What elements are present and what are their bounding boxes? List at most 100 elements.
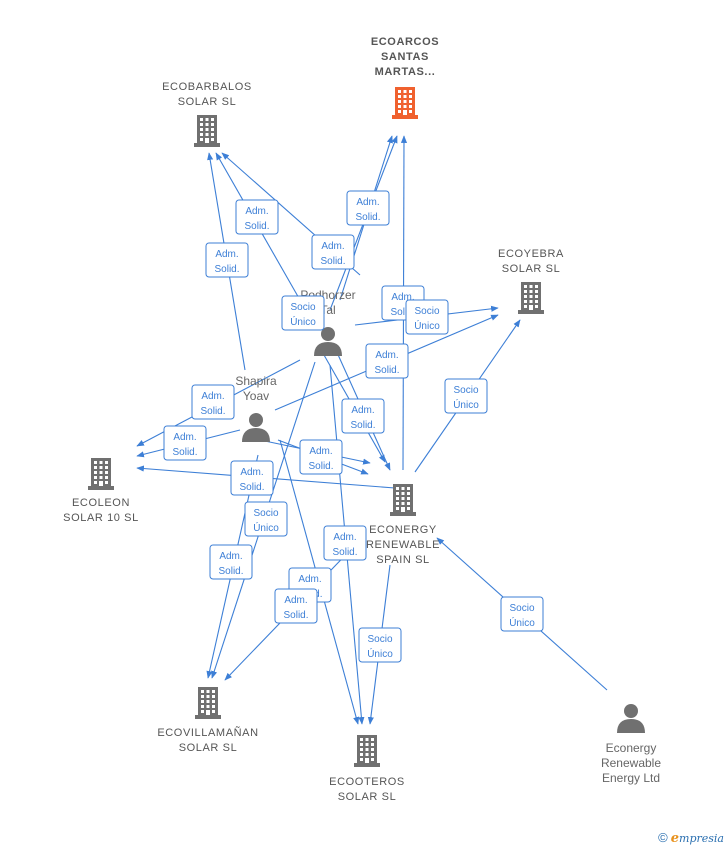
relation-badge-text: Solid.: [350, 420, 375, 431]
relation-badge-text: Solid.: [239, 482, 264, 493]
relation-badge-text: Adm.: [201, 391, 224, 402]
relation-badge[interactable]: Adm. Solid.: [341, 398, 385, 434]
relation-badge[interactable]: Adm. Solid.: [346, 190, 390, 226]
company-building-icon: [354, 735, 380, 767]
person-icon: [617, 704, 645, 733]
relation-badge-text: Adm.: [351, 405, 374, 416]
node-label-line: ECOYEBRA: [498, 248, 564, 260]
relation-badge-text: Solid.: [355, 212, 380, 223]
relation-badge-text: Solid.: [332, 547, 357, 558]
relation-badge-text: Adm.: [333, 532, 356, 543]
relation-badge-text: Solid.: [200, 406, 225, 417]
node-ecoarcos[interactable]: ECOARCOSSANTASMARTAS...: [371, 36, 439, 119]
company-building-icon: [518, 282, 544, 314]
relation-badge[interactable]: Adm. Solid.: [209, 544, 253, 580]
relation-badge-text: Único: [367, 647, 393, 660]
footer-brand[interactable]: © empresia: [658, 830, 724, 846]
node-label-line: SOLAR SL: [179, 742, 238, 754]
company-building-icon: [88, 458, 114, 490]
empresia-logo: empresia: [670, 831, 724, 846]
relation-badge[interactable]: Adm. Solid.: [235, 199, 279, 235]
relation-badge-text: Solid.: [308, 461, 333, 472]
relation-badges-layer: Adm. Solid. Adm. Solid. Adm. Solid. Adm. Solid.…: [163, 190, 544, 663]
node-ecobarbalos[interactable]: ECOBARBALOS SOLAR SL: [162, 81, 252, 147]
relation-badge-text: Socio: [253, 508, 278, 519]
relation-badge-text: Adm.: [219, 551, 242, 562]
copyright-symbol: ©: [658, 830, 668, 845]
node-label-line: ECOLEON: [72, 497, 130, 509]
relation-badge-text: Único: [509, 616, 535, 629]
relation-badge-text: Único: [414, 319, 440, 332]
relation-badge-text: Socio: [367, 634, 392, 645]
node-label-line: ECONERGY: [369, 524, 437, 536]
node-label-line: SPAIN SL: [376, 554, 430, 566]
relation-badge[interactable]: Adm. Solid.: [323, 525, 367, 561]
relation-badge-text: Único: [453, 398, 479, 411]
node-label-line: Econergy: [606, 741, 657, 755]
node-label-line: Energy Ltd: [602, 771, 660, 785]
relation-badge-text: Adm.: [240, 467, 263, 478]
company-building-icon: [195, 687, 221, 719]
relation-badge-text: Solid.: [218, 566, 243, 577]
relation-badge-text: Adm.: [321, 241, 344, 252]
relation-badge-text: Adm.: [375, 350, 398, 361]
relation-badge-text: Adm.: [298, 574, 321, 585]
relation-badge[interactable]: Adm.Solid.: [163, 425, 207, 461]
focus-company-building-icon: [392, 87, 418, 119]
node-label-line: RENEWABLE: [366, 539, 440, 551]
relation-badge-text: Socio: [509, 603, 534, 614]
relation-badge[interactable]: Adm. Solid.: [205, 242, 249, 278]
node-label-line: Renewable: [601, 756, 661, 770]
node-label-line: SANTAS: [381, 51, 429, 63]
node-label-line: Shapira: [235, 374, 277, 388]
relation-badge-text: Socio: [414, 306, 439, 317]
node-label-line: SOLAR SL: [178, 96, 237, 108]
relation-badge[interactable]: Adm. Solid.: [311, 234, 355, 270]
node-label-line: Yoav: [243, 389, 269, 403]
relation-badge-text: Único: [253, 521, 279, 534]
node-label-line: SOLAR 10 SL: [63, 512, 139, 524]
relation-badge-text: Adm.: [391, 292, 414, 303]
node-label-line: SOLAR SL: [502, 263, 561, 275]
company-building-icon: [194, 115, 220, 147]
node-ecoyebra[interactable]: ECOYEBRA SOLAR SL: [498, 248, 564, 314]
node-ecovillamanan[interactable]: ECOVILLAMAÑAN SOLAR SL: [157, 687, 258, 754]
relation-badge-text: Solid.: [172, 447, 197, 458]
relation-badge-text: Socio: [453, 385, 478, 396]
relation-badge[interactable]: Adm. Solid.: [299, 439, 343, 475]
relation-badge-text: Solid.: [244, 221, 269, 232]
relation-badge-text: Único: [290, 315, 316, 328]
relation-badge-text: Socio: [290, 302, 315, 313]
node-econergy-spain[interactable]: ECONERGY RENEWABLE SPAIN SL: [366, 484, 440, 566]
relation-badge-text: Adm.: [215, 249, 238, 260]
node-label-line: MARTAS...: [375, 66, 436, 78]
relation-badge-text: Adm.: [245, 206, 268, 217]
person-icon: [242, 413, 270, 442]
nodes-layer: ECOARCOSSANTASMARTAS...ECOBARBALOSSOLAR …: [63, 36, 661, 803]
relation-badge-text: Solid.: [214, 264, 239, 275]
relation-badge-text: Solid.: [374, 365, 399, 376]
relation-badge-text: Adm.: [309, 446, 332, 457]
node-label-line: ECOBARBALOS: [162, 81, 252, 93]
node-ecoleon[interactable]: ECOLEON SOLAR 10 SL: [63, 458, 139, 524]
relation-badge[interactable]: Adm. Solid.: [365, 343, 409, 379]
relation-badge[interactable]: Adm. Solid.: [191, 384, 235, 420]
relation-badge[interactable]: Adm. Solid.: [230, 460, 274, 496]
relation-badge[interactable]: Adm.Solid.: [274, 588, 318, 624]
person-icon: [314, 327, 342, 356]
node-label-line: ECOVILLAMAÑAN: [157, 726, 258, 739]
node-label-line: SOLAR SL: [338, 791, 397, 803]
relation-badge-text: Solid.: [320, 256, 345, 267]
relation-badge-text: Solid.: [390, 307, 415, 318]
relation-badge-text: Adm.: [356, 197, 379, 208]
